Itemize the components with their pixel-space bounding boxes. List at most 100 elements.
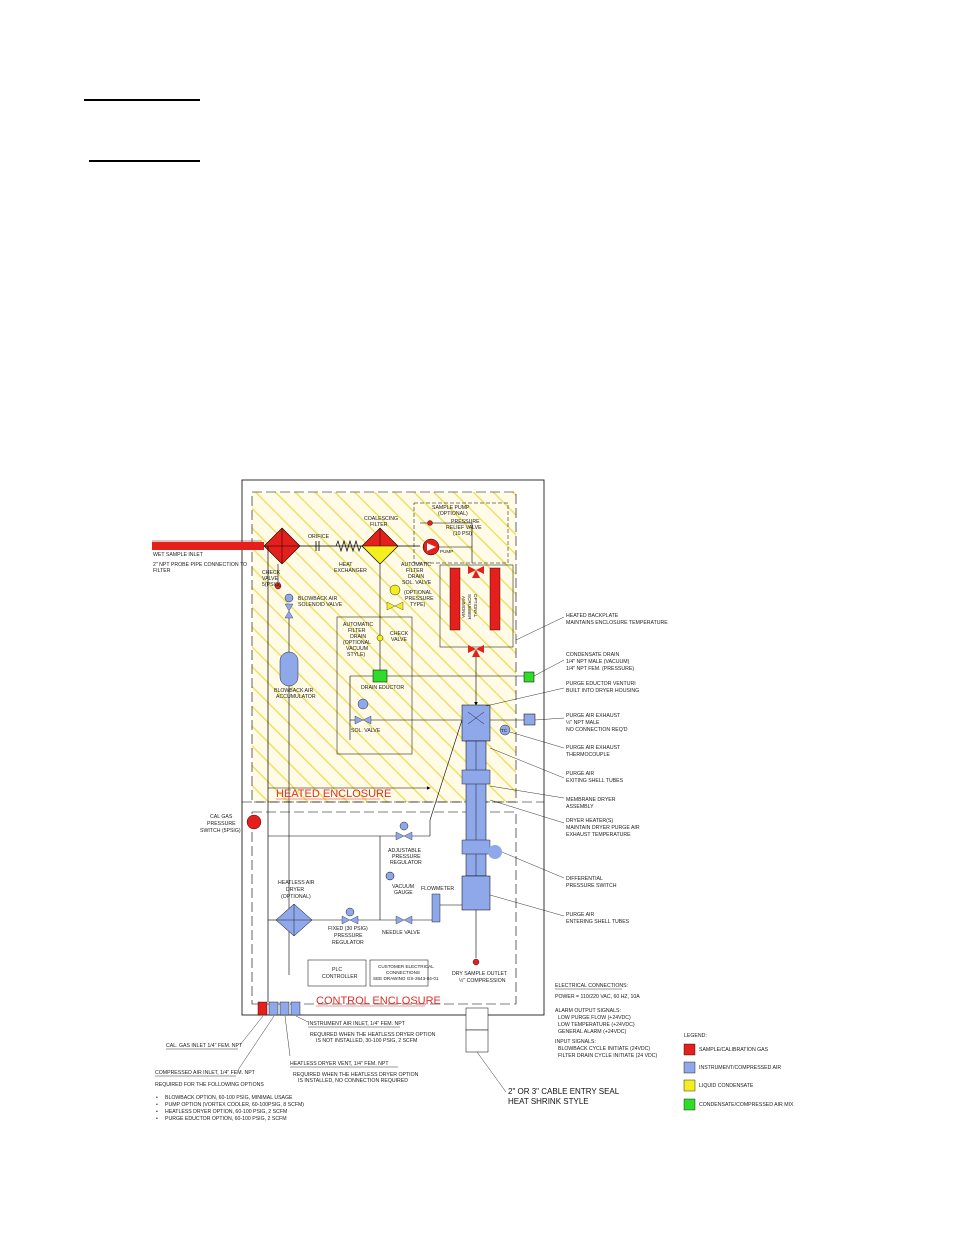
cable-entry-seal [465,1007,489,1031]
drain-sol-valve-float [389,584,401,596]
plc-label-1: PLC [332,967,342,973]
dryer-heaters-label-1: DRYER HEATER(S) [566,818,613,824]
heatless-vent-port [279,1001,290,1016]
vacuum-gauge [385,871,395,881]
legend-swatch-instrument [683,1061,696,1074]
dry-outlet-label-2: ½" COMPRESSION [459,977,506,984]
cable-entry-label-2: HEAT SHRINK STYLE [508,1097,589,1106]
purge-exiting-label-1: PURGE AIR [566,771,595,777]
afd-v-label-6: STYLE) [347,652,365,658]
option-2: • [156,1102,158,1108]
fixed-regulator-label-2: PRESSURE [334,933,363,939]
heated-backplate-label-2: MAINTAINS ENCLOSURE TEMPERATURE [566,620,668,626]
cal-gas-switch-label-3: SWITCH (5PSIG) [200,828,241,834]
customer-label-1: CUSTOMER ELECTRICAL [378,964,434,969]
heatless-vent-label: HEATLESS DRYER VENT, 1/4" FEM. NPT [290,1061,389,1067]
heat-exchanger-coil [335,539,362,553]
purge-eductor-label-2: BUILT INTO DRYER HOUSING [566,688,639,694]
needle-valve [395,915,405,925]
fixed-regulator-actuator [345,907,355,917]
wet-inlet-label-2: 2" NPT PROBE PIPE CONNECTION TO [153,562,247,568]
legend-title: LEGEND: [684,1033,707,1039]
scrubber-right [489,567,501,631]
scrubber-label-2: SCRUBBER [467,594,472,620]
alarm-3: GENERAL ALARM (+24VDC) [558,1029,627,1035]
blowback-solenoid-label-1: BLOWBACK AIR [298,596,337,602]
option-label-1: BLOWBACK OPTION, 60-100 PSIG, MINIMAL US… [165,1095,293,1101]
option-label-3: HEATLESS DRYER OPTION, 60-100 PSIG, 2 SC… [165,1109,287,1115]
relief-label-2: RELIEF VALVE [446,525,482,531]
afd-p-label-1: AUTOMATIC [401,562,431,568]
cal-gas-pressure-switch [246,814,262,830]
header-rule-2 [89,160,200,162]
afd-v-label-2: FILTER [348,628,366,634]
check-valve-5-label-1: CHECK [262,570,281,576]
option-3: • [156,1109,158,1115]
coalescing-label-1: COALESCING [364,516,398,522]
accumulator-label-2: ACCUMULATOR [276,694,316,700]
fixed-regulator-label-1: FIXED (30 PSIG) [328,926,368,932]
alarm-1: LOW PURGE FLOW (+24VDC) [558,1015,631,1021]
afd-p-label-5: (OPTIONAL [404,590,432,596]
condensate-drain-label-1: CONDENSATE DRAIN [566,652,619,658]
membrane-label-2: ASSEMBLY [566,804,594,810]
purge-entering-label-1: PURGE AIR [566,912,595,918]
blowback-solenoid-actuator [284,593,294,603]
legend-label-mix: CONDENSATE/COMPRESSED AIR MIX [699,1102,794,1108]
condensate-drain-label-2: 1/4" NPT MALE (VACUUM) [566,659,630,665]
heat-exchanger-label-1: HEAT [339,562,353,568]
dryer-heaters-label-2: MAINTAIN DRYER PURGE AIR [566,825,640,831]
afd-v-label-3: DRAIN [350,634,366,640]
cal-gas-switch-label-2: PRESSURE [207,821,236,827]
accumulator-label-1: BLOWBACK AIR [274,688,313,694]
relief-label-1: PRESSURE [451,519,480,525]
thermocouple [499,724,511,736]
power-label: POWER = 110/220 VAC, 60 HZ, 10A [555,994,640,1000]
check-valve-5-label-3: 5(PSIG) [262,582,281,588]
drain-eductor-label: DRAIN EDUCTOR [361,685,404,691]
compressed-inlet-label: COMPRESSED AIR INLET, 1/4" FEM. NPT [155,1070,256,1076]
wet-inlet-pipe [152,542,264,550]
check-valve [376,634,384,642]
afd-v-label-1: AUTOMATIC [343,622,373,628]
afd-p-label-7: TYPE) [410,602,426,608]
purge-exhaust-port [523,713,536,726]
option-label-4: PURGE EDUCTOR OPTION, 60-100 PSIG, 2 SCF… [165,1116,287,1122]
three-way-valve-bottom [468,645,476,653]
cal-gas-inlet-label: CAL. GAS INLET 1/4" FEM. NPT [166,1043,243,1049]
option-label-2: PUMP OPTION (VORTEX COOLER, 60-100PSIG, … [165,1102,304,1108]
fixed-regulator [341,915,351,925]
cal-gas-switch-label-1: CAL GAS [210,814,233,820]
heated-enclosure-title: HEATED ENCLOSURE [276,788,391,800]
instrument-air-inlet-port [290,1001,301,1016]
cal-gas-inlet-port [257,1001,268,1016]
heat-exchanger-label-2: EXCHANGER [334,568,367,574]
sample-pump-box [413,502,509,564]
orifice-label: ORIFICE [308,534,330,540]
blowback-solenoid-valve [284,603,294,612]
customer-label-3: SEE DRAWING GS-2643-04-01 [373,976,439,981]
legend-label-instrument: INSTRUMENT/COMPRESSED AIR [699,1065,781,1071]
afd-p-label-6: PRESSURE [405,596,434,602]
heatless-vent-note-1: REQUIRED WHEN THE HEATLESS DRYER OPTION [293,1072,419,1078]
relief-label-3: (10 PSI) [453,531,472,537]
purge-entering-label-2: ENTERING SHELL TUBES [566,919,630,925]
alarm-2: LOW TEMPERATURE (+24VDC) [558,1022,635,1028]
three-way-valve-top [468,566,476,574]
scrubber-label-3: OPTIONAL [473,594,478,618]
afd-v-label-5: VACUUM [346,646,368,652]
option-4: • [156,1116,158,1122]
heated-backplate-label-1: HEATED BACKPLATE [566,613,619,619]
thermocouple-label-2: THERMOCOUPLE [566,752,610,758]
sol-valve-label: SOL. VALVE [351,728,381,734]
customer-label-2: CONNECTIONS [386,970,420,975]
dryer-heaters-label-3: EXHAUST TEMPERATURE [566,832,631,838]
compressed-air-inlet-port [268,1001,279,1016]
legend-swatch-condensate [683,1079,696,1092]
heatless-dryer-label-3: (OPTIONAL) [281,894,311,900]
plc-box [307,959,367,987]
flowmeter [431,893,441,923]
differential-pressure-switch [488,845,502,859]
coalescing-label-2: FILTER [370,522,388,528]
